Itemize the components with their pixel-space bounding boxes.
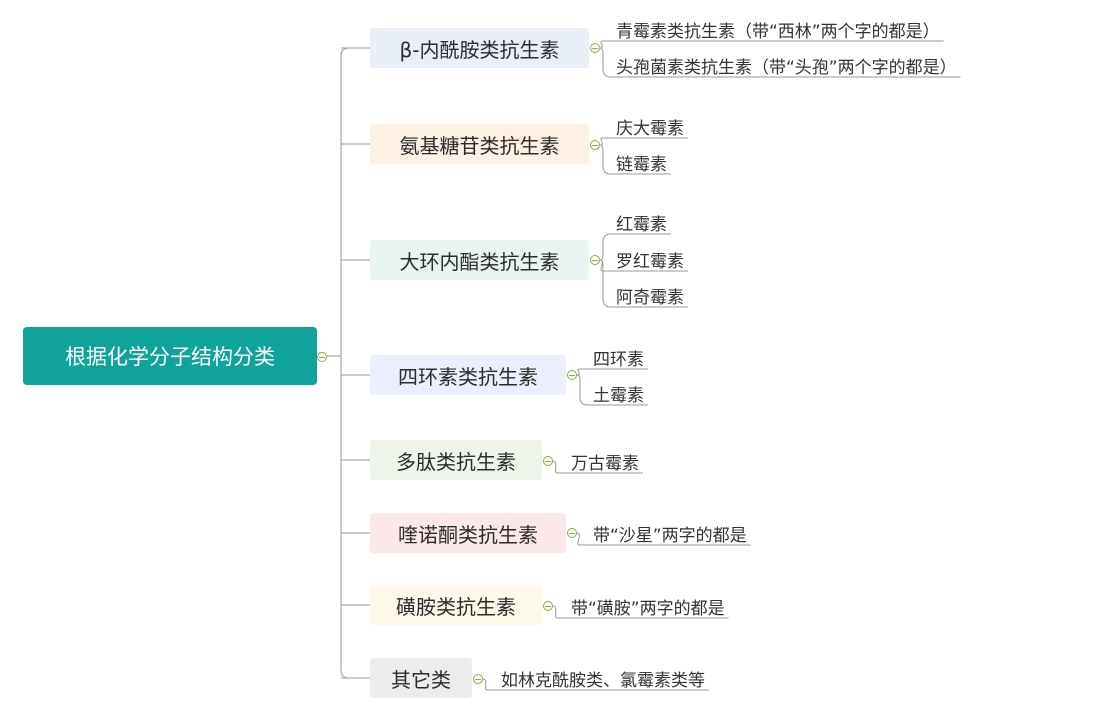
leaf-label: 庆大霉素 — [616, 118, 684, 139]
root-topic-label: 根据化学分子结构分类 — [65, 345, 275, 369]
leaf-azithromycin[interactable]: 阿奇霉素 — [602, 283, 684, 308]
leaf-label: 链霉素 — [616, 154, 667, 175]
branch-aminoglycosides-toggle-icon[interactable] — [590, 140, 600, 150]
branch-macrolides[interactable]: 大环内酯类抗生素 — [370, 240, 589, 280]
branch-label: 其它类 — [391, 667, 451, 692]
leaf-label: 带“沙星”两字的都是 — [593, 525, 747, 546]
branch-aminoglycosides[interactable]: 氨基糖苷类抗生素 — [370, 124, 589, 164]
branch-tetracyclines[interactable]: 四环素类抗生素 — [370, 355, 566, 395]
leaf-penicillins[interactable]: 青霉素类抗生素（带“西林”两个字的都是） — [602, 17, 940, 42]
leaf-gentamicin[interactable]: 庆大霉素 — [602, 114, 684, 139]
branch-label: β-内酰胺类抗生素 — [399, 37, 560, 62]
leaf-label: 带“磺胺”两字的都是 — [571, 598, 725, 619]
branch-label: 大环内酯类抗生素 — [399, 249, 560, 274]
leaf-label: 头孢菌素类抗生素（带“头孢”两个字的都是） — [616, 57, 957, 78]
leaf-label: 青霉素类抗生素（带“西林”两个字的都是） — [616, 21, 940, 42]
branch-label: 四环素类抗生素 — [398, 364, 538, 389]
leaf-label: 罗红霉素 — [616, 251, 684, 272]
branch-beta-lactam[interactable]: β-内酰胺类抗生素 — [370, 28, 589, 68]
leaf-label: 万古霉素 — [571, 453, 639, 474]
leaf-label: 如林克酰胺类、氯霉素类等 — [501, 670, 705, 691]
leaf-quinolones-note[interactable]: 带“沙星”两字的都是 — [579, 521, 747, 546]
leaf-label: 阿奇霉素 — [616, 287, 684, 308]
leaf-label: 红霉素 — [616, 214, 667, 235]
branch-label: 氨基糖苷类抗生素 — [399, 133, 560, 158]
leaf-label: 四环素 — [593, 349, 644, 370]
root-collapse-toggle-icon[interactable] — [317, 352, 327, 362]
branch-label: 喹诺酮类抗生素 — [398, 522, 538, 547]
leaf-oxytetracycline[interactable]: 土霉素 — [579, 381, 644, 406]
root-topic[interactable]: 根据化学分子结构分类 — [23, 327, 317, 385]
branch-others-toggle-icon[interactable] — [473, 674, 483, 684]
branch-others[interactable]: 其它类 — [370, 658, 472, 698]
branch-polypeptides[interactable]: 多肽类抗生素 — [370, 440, 542, 480]
branch-label: 磺胺类抗生素 — [396, 594, 516, 619]
leaf-erythromycin[interactable]: 红霉素 — [602, 210, 667, 235]
leaf-label: 土霉素 — [593, 385, 644, 406]
leaf-sulfonamides-note[interactable]: 带“磺胺”两字的都是 — [557, 594, 725, 619]
leaf-roxithromycin[interactable]: 罗红霉素 — [602, 247, 684, 272]
leaf-cephalosporins[interactable]: 头孢菌素类抗生素（带“头孢”两个字的都是） — [602, 53, 957, 78]
leaf-vancomycin[interactable]: 万古霉素 — [557, 449, 639, 474]
branch-macrolides-toggle-icon[interactable] — [590, 255, 600, 265]
leaf-streptomycin[interactable]: 链霉素 — [602, 150, 667, 175]
branch-sulfonamides[interactable]: 磺胺类抗生素 — [370, 585, 542, 625]
branch-tetracyclines-toggle-icon[interactable] — [567, 370, 577, 380]
branch-quinolones-toggle-icon[interactable] — [567, 528, 577, 538]
leaf-others-note[interactable]: 如林克酰胺类、氯霉素类等 — [487, 666, 705, 691]
branch-label: 多肽类抗生素 — [396, 449, 516, 474]
branch-quinolones[interactable]: 喹诺酮类抗生素 — [370, 513, 566, 553]
leaf-tetracycline[interactable]: 四环素 — [579, 345, 644, 370]
branch-beta-lactam-toggle-icon[interactable] — [590, 43, 600, 53]
branch-polypeptides-toggle-icon[interactable] — [543, 456, 553, 466]
branch-sulfonamides-toggle-icon[interactable] — [543, 601, 553, 611]
